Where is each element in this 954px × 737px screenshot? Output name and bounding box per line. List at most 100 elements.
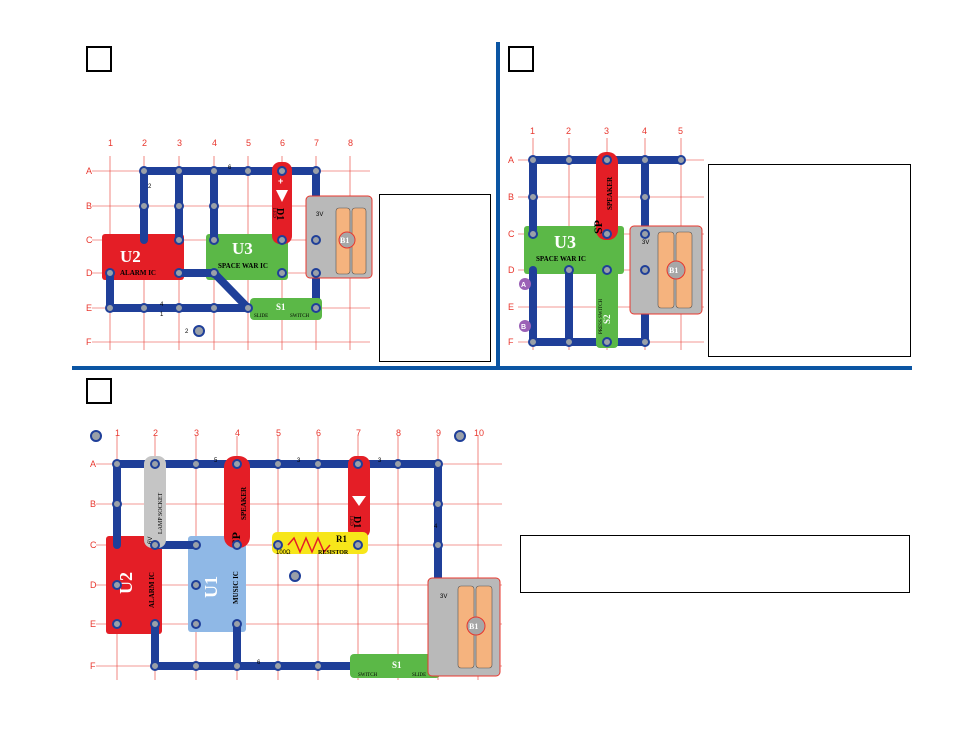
step-number-box-2 — [508, 46, 534, 72]
step-number-box-3 — [86, 378, 112, 404]
s1-slide-switch — [350, 654, 440, 678]
d1-label: LED — [348, 516, 353, 526]
diagram-part — [90, 430, 102, 442]
diagram-part — [277, 235, 287, 245]
snaps-3 — [90, 430, 466, 671]
u1-name: U1 — [201, 576, 221, 598]
u2-name: U2 — [120, 247, 141, 266]
row-label-D: D — [508, 265, 515, 275]
s1-name: S1 — [276, 302, 286, 312]
diagram-part — [602, 229, 612, 239]
diagram-part — [232, 661, 242, 671]
col-label-1: 1 — [108, 138, 113, 148]
diagram-part — [640, 265, 650, 275]
row-label-F: F — [86, 337, 92, 347]
diagram-part — [311, 268, 321, 278]
snaps-2 — [528, 155, 686, 347]
row-label-E: E — [86, 303, 92, 313]
col-label-5: 5 — [276, 428, 281, 438]
col-label-8: 8 — [348, 138, 353, 148]
diagram-part: 1 2 3 4 5 6 7 8 A B C D E F — [86, 138, 353, 347]
row-label-B: B — [90, 499, 96, 509]
diagram-part: 1 2 3 4 5 A B C D E F — [508, 126, 683, 347]
diagram-part — [289, 570, 301, 582]
wire-num: 3 — [378, 458, 382, 464]
diagram-part — [112, 499, 122, 509]
row-label-B: B — [508, 192, 514, 202]
b1-name: B1 — [669, 266, 678, 275]
vertical-divider — [496, 42, 500, 366]
s1-name: S1 — [392, 660, 402, 670]
step-number-box-1 — [86, 46, 112, 72]
col-label-5: 5 — [246, 138, 251, 148]
lamp-socket — [144, 456, 166, 548]
u1-music-ic — [188, 536, 246, 632]
s1-switch: SWITCH — [358, 673, 378, 678]
diagram-part — [112, 580, 122, 590]
diagram-part — [311, 166, 321, 176]
row-label-F: F — [508, 337, 514, 347]
diagram-part — [602, 155, 612, 165]
diagram-part — [139, 303, 149, 313]
diagram-part — [105, 303, 115, 313]
wire-num: 6 — [228, 165, 232, 171]
diagram-part — [209, 166, 219, 176]
circuit-diagram-1: 1 2 3 4 5 6 7 8 A B C D E F U2 ALARM IC … — [86, 138, 373, 350]
col-label-9: 9 — [436, 428, 441, 438]
diagram-part — [602, 265, 612, 275]
diagram-part — [174, 201, 184, 211]
b1-badge — [338, 231, 356, 249]
u2-alarm-ic — [106, 536, 162, 634]
diagram-part — [139, 201, 149, 211]
sp-label: SPEAKER — [240, 486, 248, 520]
diagram-part — [112, 619, 122, 629]
point-b-label: B — [521, 324, 526, 331]
col-label-2: 2 — [153, 428, 158, 438]
row-label-E: E — [90, 619, 96, 629]
diagram-part — [393, 459, 403, 469]
point-a-marker — [519, 278, 531, 290]
b1-volt: 3V — [642, 240, 649, 246]
u3-name: U3 — [554, 232, 576, 252]
diagram-part — [232, 540, 242, 550]
diagram-part — [564, 155, 574, 165]
diagram-part — [191, 540, 201, 550]
col-label-1: 1 — [115, 428, 120, 438]
wire-num: 1 — [160, 312, 164, 318]
diagram-part — [273, 661, 283, 671]
diagram-part: 2 6 4 1 2 — [148, 165, 232, 335]
diagram-part — [150, 619, 160, 629]
diagram-part — [112, 459, 122, 469]
diagram-part — [528, 337, 538, 347]
diagram-part — [174, 303, 184, 313]
row-label-A: A — [90, 459, 96, 469]
instruction-text-box-3 — [520, 535, 910, 593]
row-label-A: A — [86, 166, 92, 176]
diagram-part — [191, 619, 201, 629]
u1-label: MUSIC IC — [232, 571, 240, 604]
sp-speaker — [596, 152, 618, 240]
diagram-part — [150, 661, 160, 671]
row-label-C: C — [86, 235, 93, 245]
d1-name: D1 — [274, 208, 285, 220]
circuit-diagram-3: 1 2 3 4 5 6 7 8 9 10 A B C D E F U2 ALAR… — [90, 428, 502, 680]
sp-speaker — [224, 456, 250, 548]
col-label-4: 4 — [212, 138, 217, 148]
col-label-8: 8 — [396, 428, 401, 438]
diagram-part — [174, 235, 184, 245]
diagram-part — [640, 192, 650, 202]
diagram-part — [209, 303, 219, 313]
wire-num: 6 — [257, 660, 261, 666]
diagram-part — [353, 540, 363, 550]
d1-led-symbol — [352, 496, 366, 506]
lamp-label: LAMP SOCKET — [158, 492, 164, 534]
wire-num: 4 — [434, 524, 438, 530]
d1-name: D1 — [351, 516, 362, 528]
diagram-part — [232, 619, 242, 629]
b1-badge — [666, 260, 686, 280]
diagram-part: 5 3 3 4 6 — [214, 458, 438, 666]
s2-label: PRESS SWITCH — [599, 298, 604, 334]
diagram-part — [313, 661, 323, 671]
diagram-part — [528, 155, 538, 165]
diagram-part — [210, 269, 252, 312]
